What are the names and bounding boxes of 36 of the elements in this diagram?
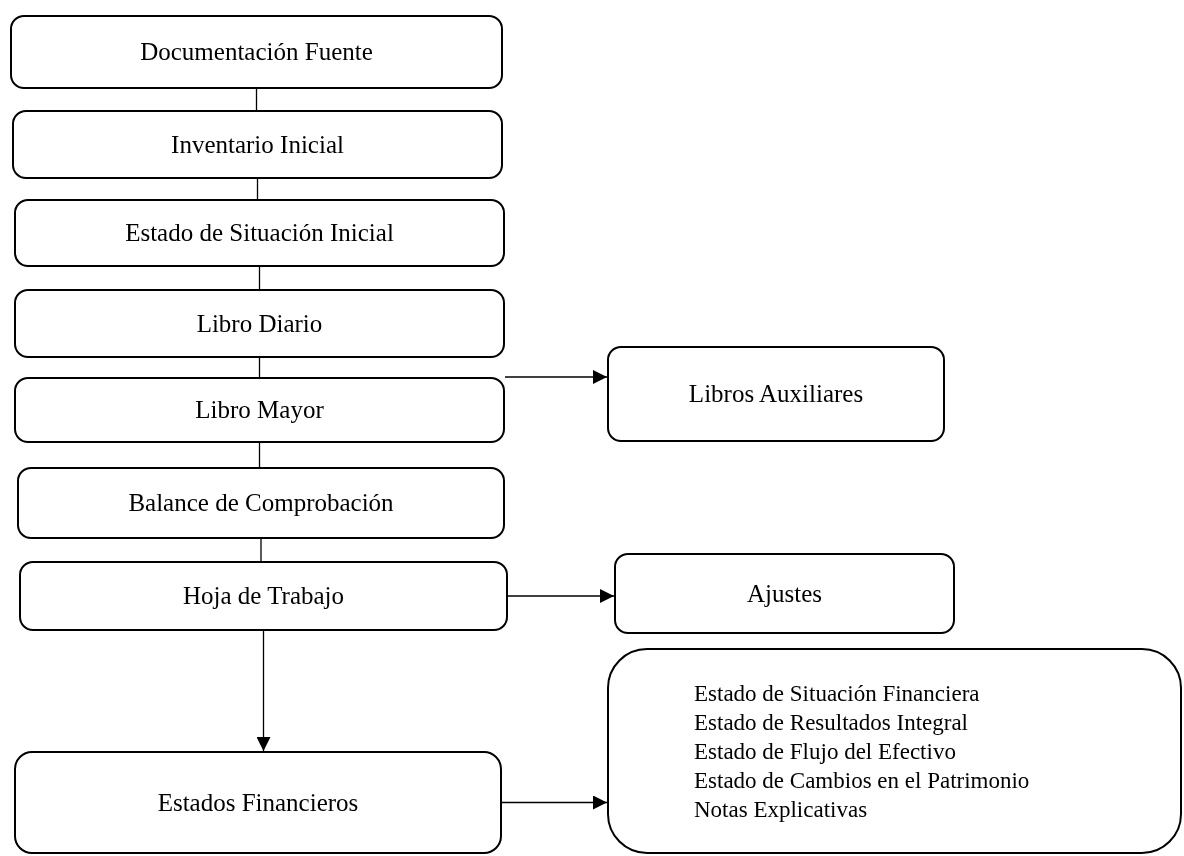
- box-label: Libro Mayor: [195, 395, 324, 426]
- box-label: Estados Financieros: [157, 787, 359, 818]
- process-box: [14, 751, 502, 854]
- connector-line: [258, 442, 261, 468]
- box-label: Balance de Comprobación: [128, 488, 394, 519]
- list-item: Estado de Situación Financiera: [694, 679, 980, 708]
- connector-line: [258, 357, 261, 378]
- process-box: [614, 553, 955, 634]
- process-box: [14, 377, 505, 443]
- arrow: [501, 795, 608, 810]
- process-box: [14, 199, 505, 267]
- connector-line: [260, 538, 262, 562]
- process-box: [607, 346, 945, 442]
- process-box: [14, 289, 505, 358]
- arrow: [504, 370, 608, 384]
- box-label: Libro Diario: [196, 308, 323, 339]
- list-item: Estado de Flujo del Efectivo: [694, 737, 956, 766]
- process-box: [19, 561, 508, 631]
- connector-line: [258, 266, 261, 290]
- box-label: Libros Auxiliares: [688, 379, 864, 410]
- box-label: Inventario Inicial: [171, 129, 344, 160]
- process-box: [607, 648, 1182, 854]
- box-label: Ajustes: [747, 578, 822, 609]
- arrow: [256, 630, 271, 752]
- process-box: [17, 467, 505, 539]
- list-item: Estado de Cambios en el Patrimonio: [694, 766, 1030, 795]
- connector-line: [256, 178, 259, 200]
- arrow: [507, 589, 615, 603]
- box-label: Documentación Fuente: [140, 37, 373, 68]
- process-box: [12, 110, 503, 179]
- box-label: Estado de Situación Inicial: [125, 218, 394, 249]
- connector-line: [255, 88, 258, 111]
- list-item: Estado de Resultados Integral: [694, 708, 968, 737]
- list-item: Notas Explicativas: [694, 795, 868, 824]
- box-label: Hoja de Trabajo: [182, 581, 345, 612]
- process-box: [10, 15, 503, 89]
